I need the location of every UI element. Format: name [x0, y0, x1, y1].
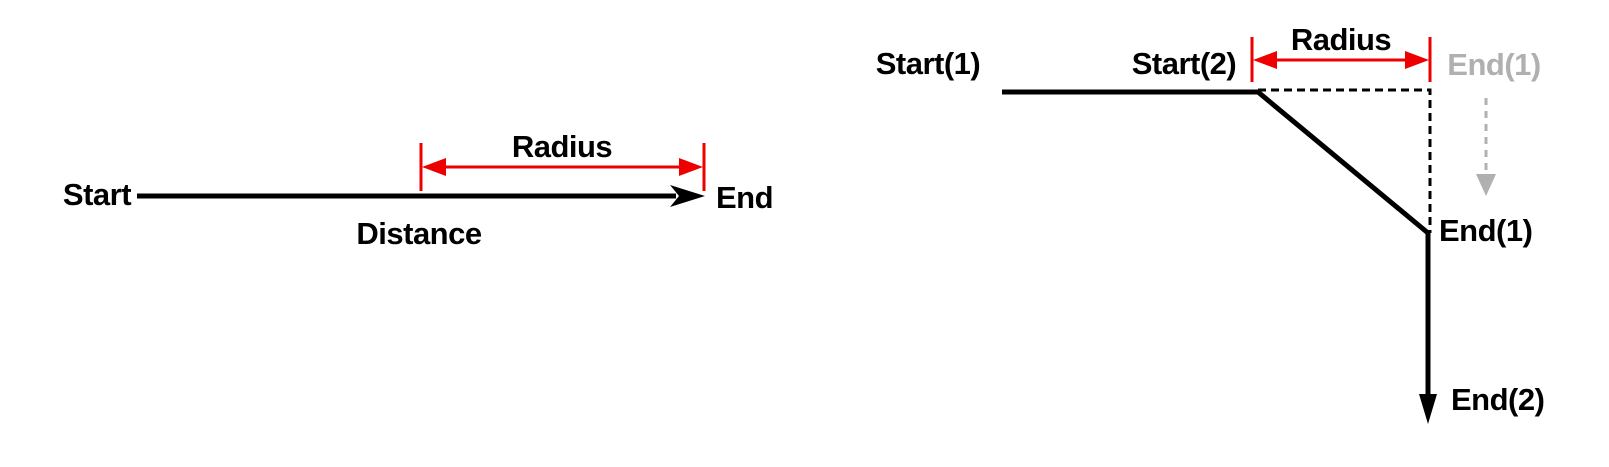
distance-arrowhead-icon	[670, 185, 705, 207]
start2-label: Start(2)	[1132, 46, 1237, 81]
start-label: Start	[63, 177, 131, 212]
radius-label: Radius	[512, 129, 612, 164]
radius-arrowhead-right-icon	[679, 158, 703, 176]
path-line	[1002, 89, 1431, 400]
end-label: End	[716, 180, 773, 215]
end2-arrowhead-icon	[1419, 394, 1437, 424]
ghost-end1-label: End(1)	[1447, 47, 1540, 82]
start1-label: Start(1)	[876, 46, 981, 81]
distance-label: Distance	[356, 216, 481, 251]
end2-label: End(2)	[1451, 382, 1544, 417]
ghost-end1-arrowhead-icon	[1476, 174, 1496, 196]
radius-label: Radius	[1291, 22, 1391, 57]
right-figure: Start(1) Start(2) Radius End(1) End(1) E…	[876, 22, 1545, 424]
radius-arrowhead-left-icon	[1253, 51, 1277, 69]
original-corner-dashed-path	[1258, 88, 1432, 233]
radius-arrowhead-left-icon	[422, 158, 446, 176]
left-figure: Start End Radius Distance	[63, 129, 774, 251]
end1-label: End(1)	[1439, 213, 1532, 248]
radius-arrowhead-right-icon	[1405, 51, 1429, 69]
